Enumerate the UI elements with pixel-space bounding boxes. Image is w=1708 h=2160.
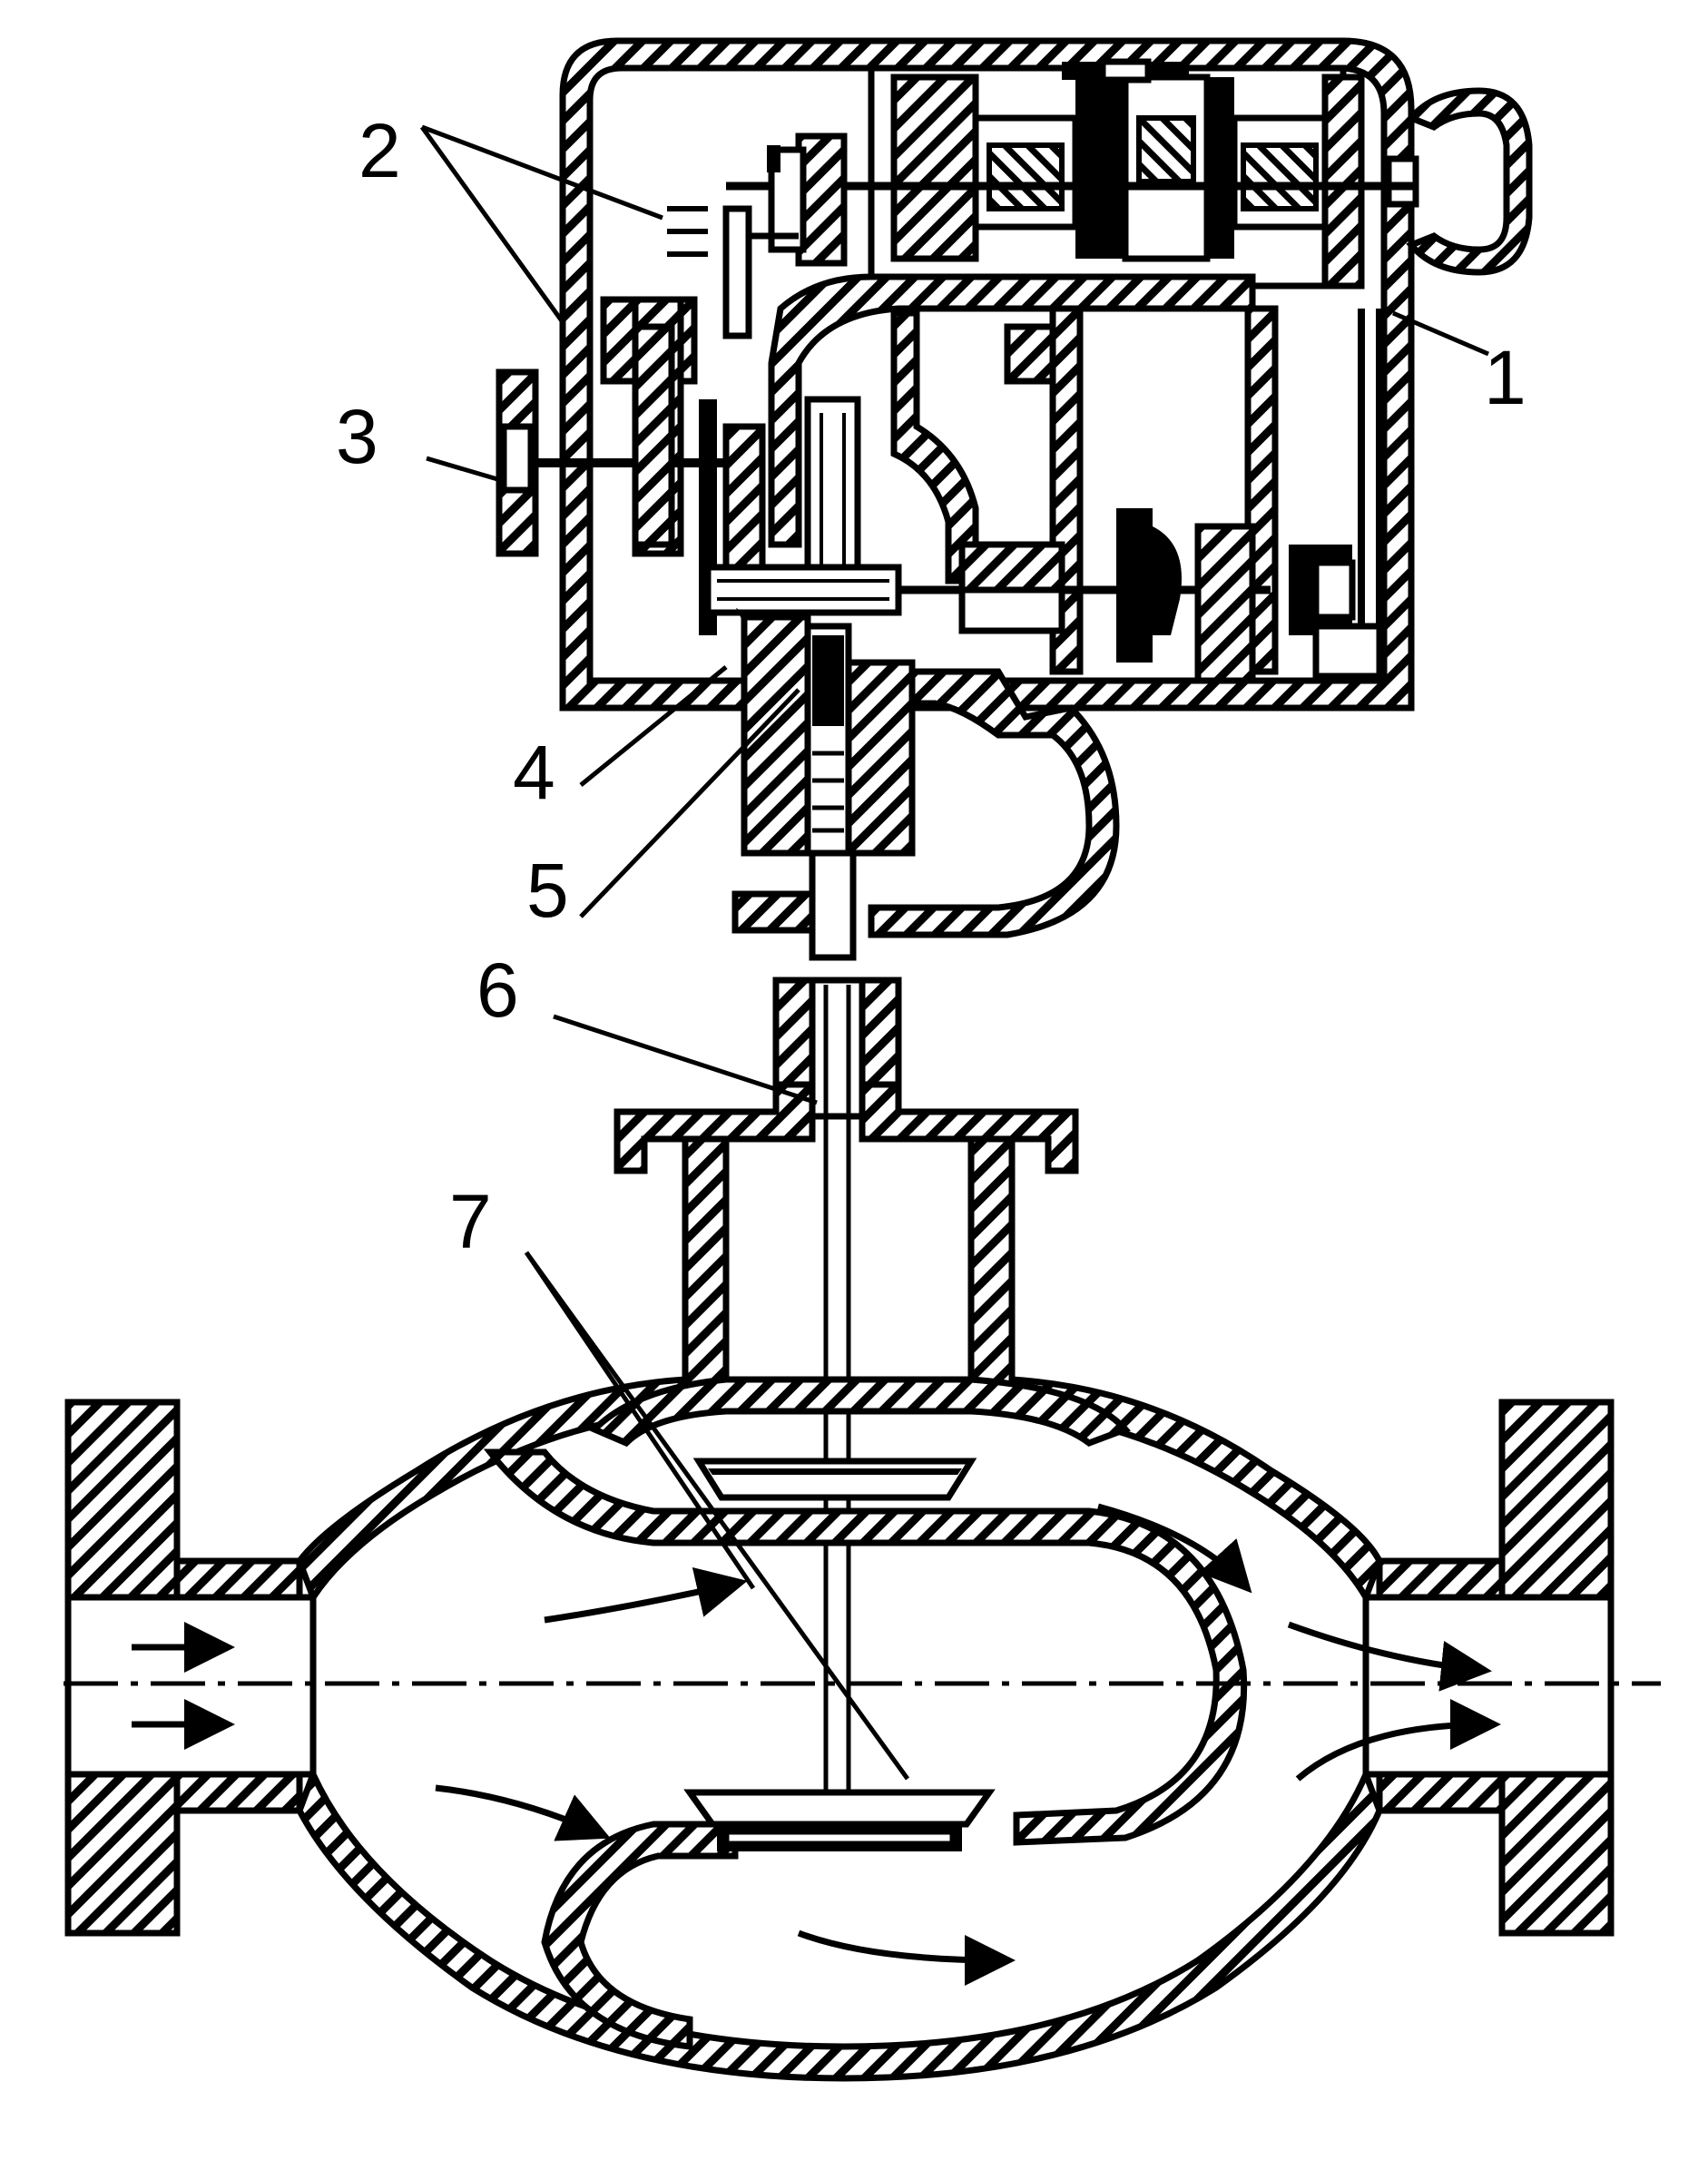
flow-arrows (132, 1503, 1501, 1986)
internal-partition (483, 1376, 1248, 2050)
label-7: 7 (449, 1179, 492, 1264)
label-4: 4 (513, 730, 555, 815)
valve-discs (683, 1458, 996, 1851)
bonnet (614, 1081, 1079, 1401)
right-knob (1406, 87, 1533, 276)
motor-gear-block (726, 58, 1416, 290)
actuator-housing (559, 37, 1533, 712)
label-3: 3 (336, 394, 378, 479)
label-6: 6 (476, 947, 519, 1033)
label-2: 2 (358, 108, 401, 193)
leader-lines (419, 124, 1489, 1781)
lower-drive-train (704, 508, 1383, 684)
label-5: 5 (526, 848, 569, 933)
part-labels: 1 2 3 4 5 6 7 (336, 108, 1526, 1264)
label-1: 1 (1484, 335, 1526, 420)
handwheel[interactable] (496, 323, 766, 635)
